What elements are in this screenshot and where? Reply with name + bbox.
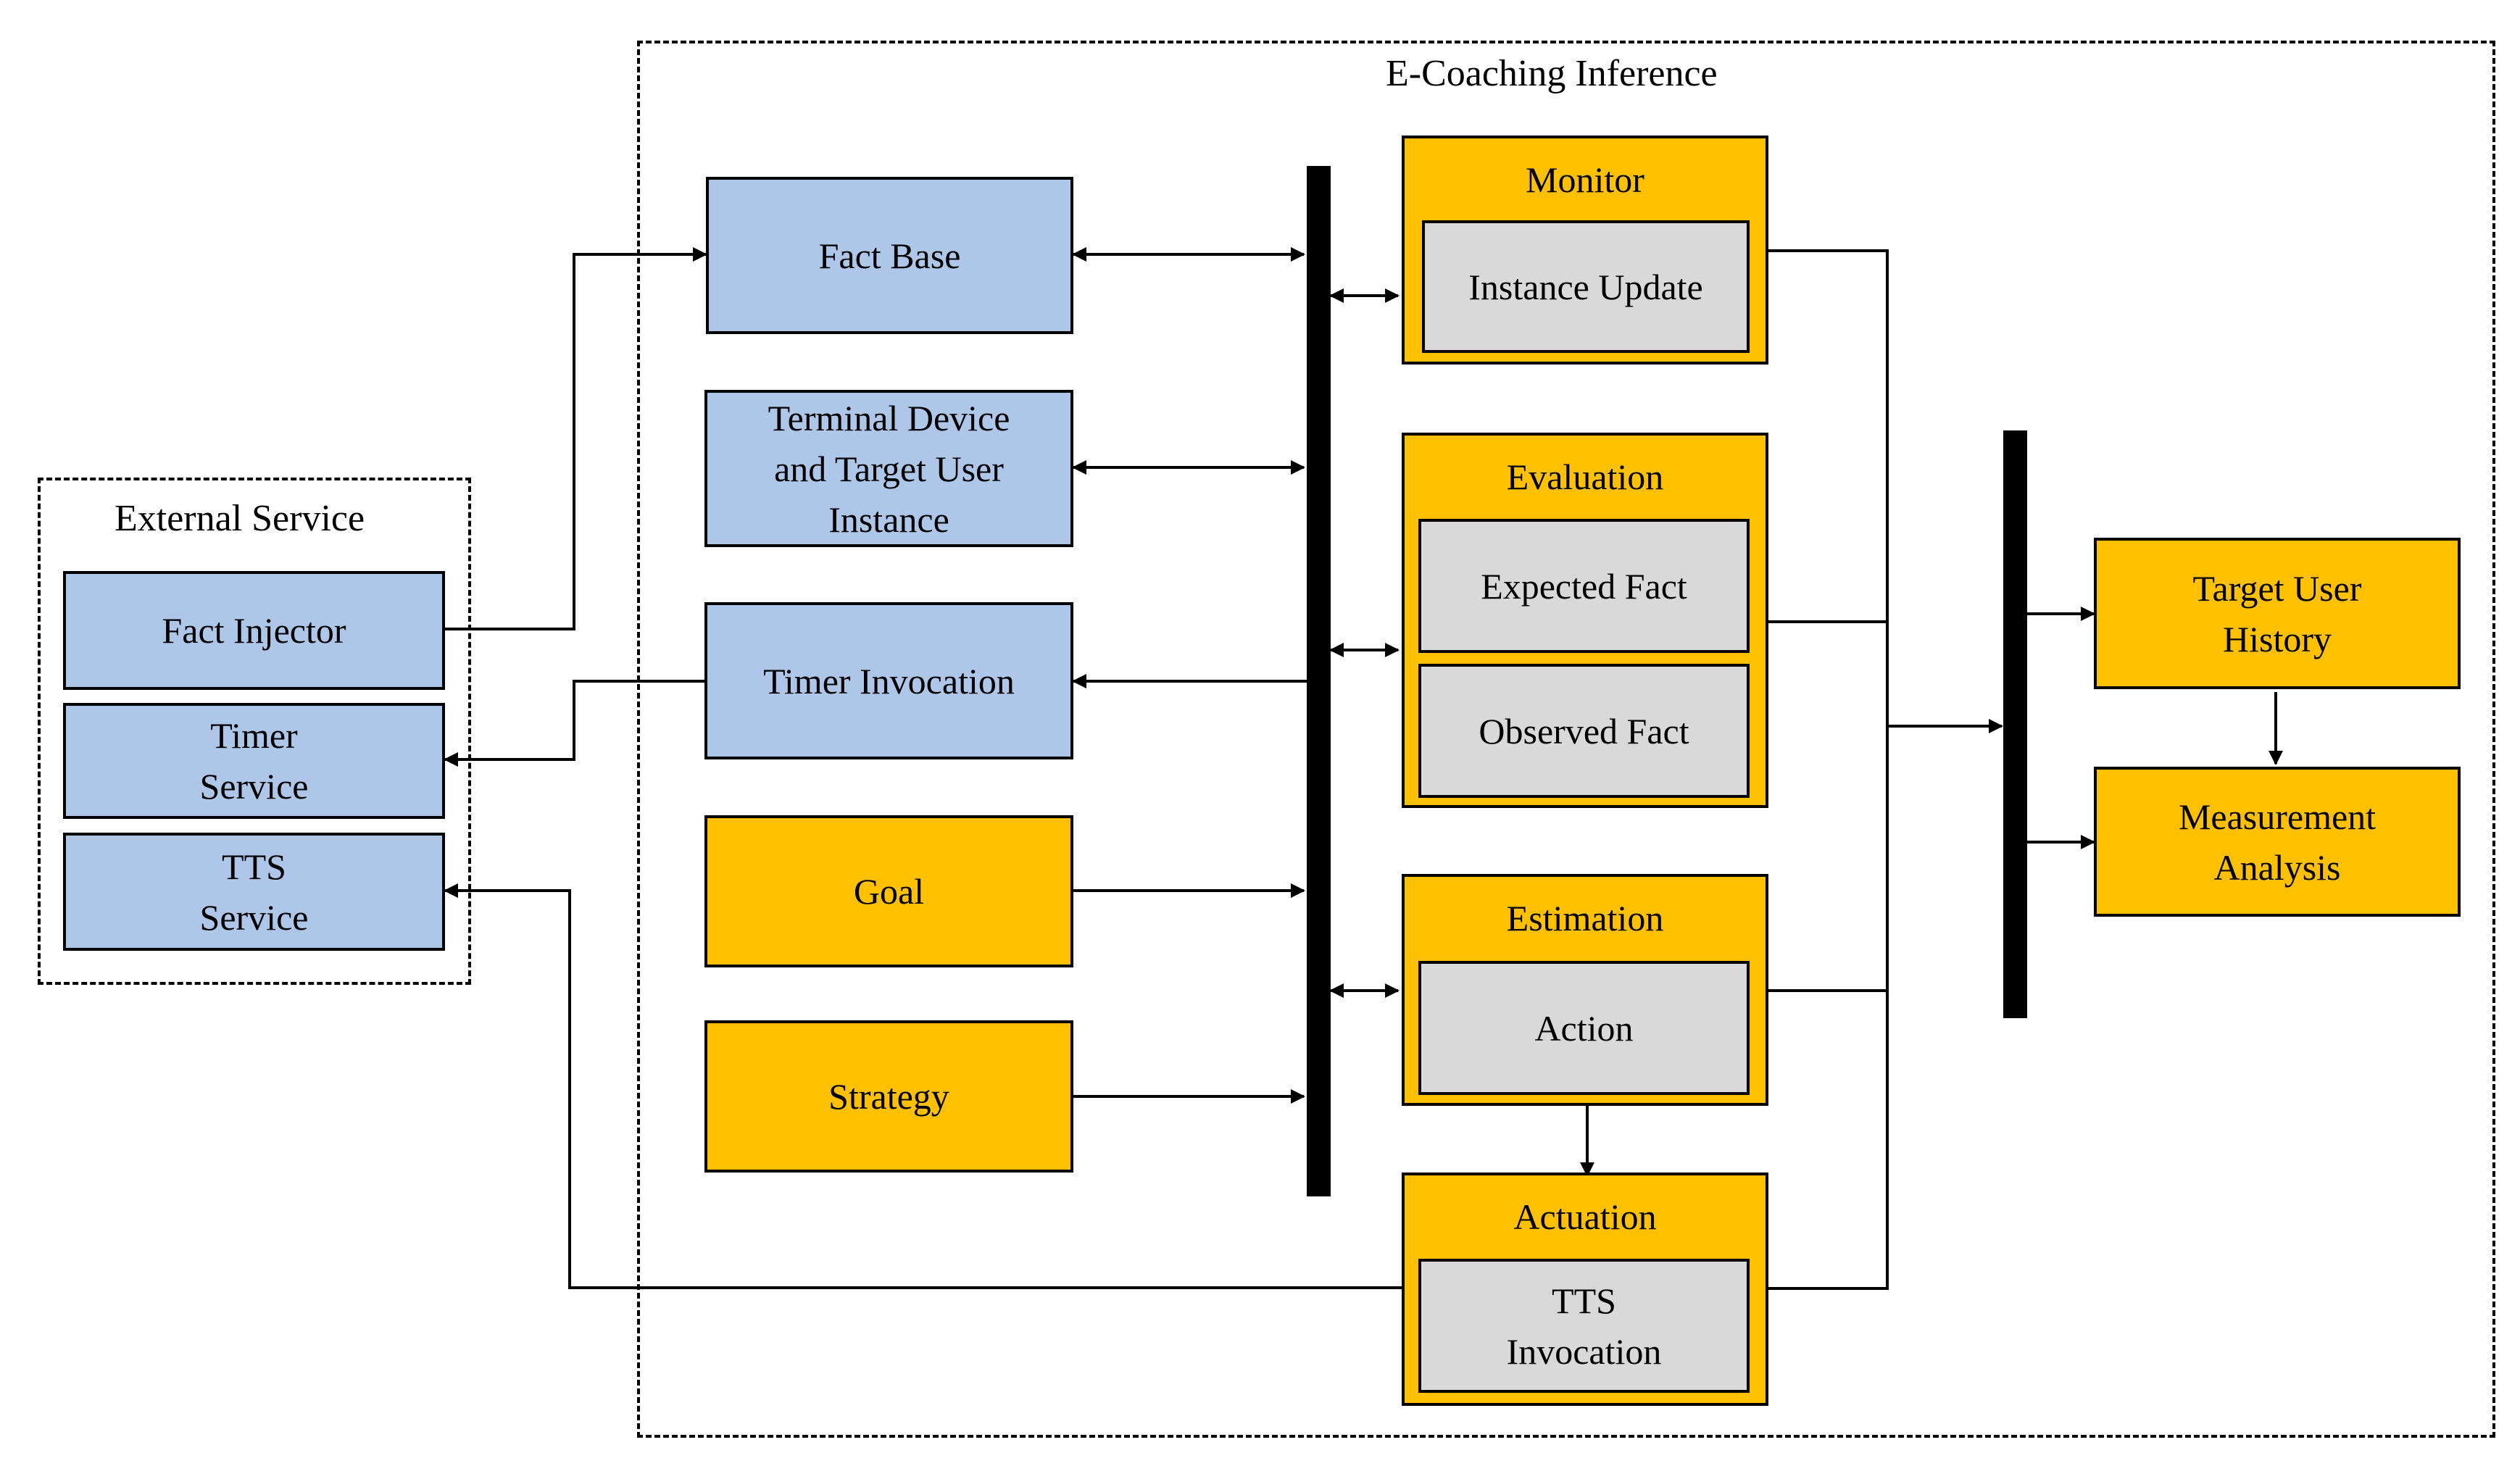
fact-injector-box: Fact Injector bbox=[63, 571, 445, 690]
timer-invocation-label: Timer Invocation bbox=[763, 660, 1015, 701]
line-monitor-out bbox=[1768, 249, 1889, 1290]
e-coaching-inference-region bbox=[637, 41, 2495, 1438]
fact-injector-label: Fact Injector bbox=[162, 610, 346, 651]
expected-fact-box: Expected Fact bbox=[1418, 519, 1750, 653]
target-user-history-box: Target User History bbox=[2094, 538, 2461, 689]
goal-label: Goal bbox=[853, 871, 925, 912]
measurement-analysis-label: Measurement Analysis bbox=[2178, 796, 2376, 888]
external-service-title: External Service bbox=[115, 498, 365, 539]
e-coaching-inference-title: E-Coaching Inference bbox=[1386, 53, 1718, 94]
terminal-device-label: Terminal Device and Target User Instance bbox=[768, 397, 1010, 540]
tts-service-box: TTS Service bbox=[63, 833, 445, 951]
actuation-title: Actuation bbox=[1513, 1196, 1657, 1237]
terminal-device-box: Terminal Device and Target User Instance bbox=[704, 390, 1073, 547]
timer-invocation-box: Timer Invocation bbox=[704, 602, 1073, 759]
instance-update-label: Instance Update bbox=[1468, 266, 1703, 307]
action-box: Action bbox=[1418, 961, 1750, 1095]
timer-service-label: Timer Service bbox=[199, 715, 309, 807]
goal-box: Goal bbox=[704, 815, 1073, 967]
external-service-region bbox=[38, 478, 471, 985]
fact-base-label: Fact Base bbox=[818, 235, 961, 276]
timer-service-box: Timer Service bbox=[63, 703, 445, 819]
arrow-fact-injector-to-fact-base bbox=[445, 247, 707, 630]
strategy-box: Strategy bbox=[704, 1020, 1073, 1173]
instance-update-box: Instance Update bbox=[1422, 220, 1750, 353]
monitor-title: Monitor bbox=[1526, 159, 1644, 200]
observed-fact-box: Observed Fact bbox=[1418, 664, 1750, 798]
measurement-analysis-box: Measurement Analysis bbox=[2094, 767, 2461, 917]
fact-base-box: Fact Base bbox=[706, 177, 1073, 334]
output-bus-bar bbox=[2003, 430, 2027, 1018]
target-user-history-label: Target User History bbox=[2192, 567, 2362, 659]
evaluation-title: Evaluation bbox=[1506, 457, 1664, 497]
expected-fact-label: Expected Fact bbox=[1481, 565, 1687, 607]
central-bus-bar bbox=[1307, 166, 1331, 1196]
action-label: Action bbox=[1534, 1007, 1634, 1049]
observed-fact-label: Observed Fact bbox=[1479, 710, 1689, 751]
strategy-label: Strategy bbox=[828, 1076, 949, 1117]
arrow-actuation-to-tts-service bbox=[444, 883, 1402, 1289]
estimation-title: Estimation bbox=[1506, 898, 1664, 938]
tts-invocation-box: TTS Invocation bbox=[1418, 1259, 1750, 1393]
tts-service-label: TTS Service bbox=[199, 846, 309, 938]
tts-invocation-label: TTS Invocation bbox=[1506, 1280, 1662, 1372]
